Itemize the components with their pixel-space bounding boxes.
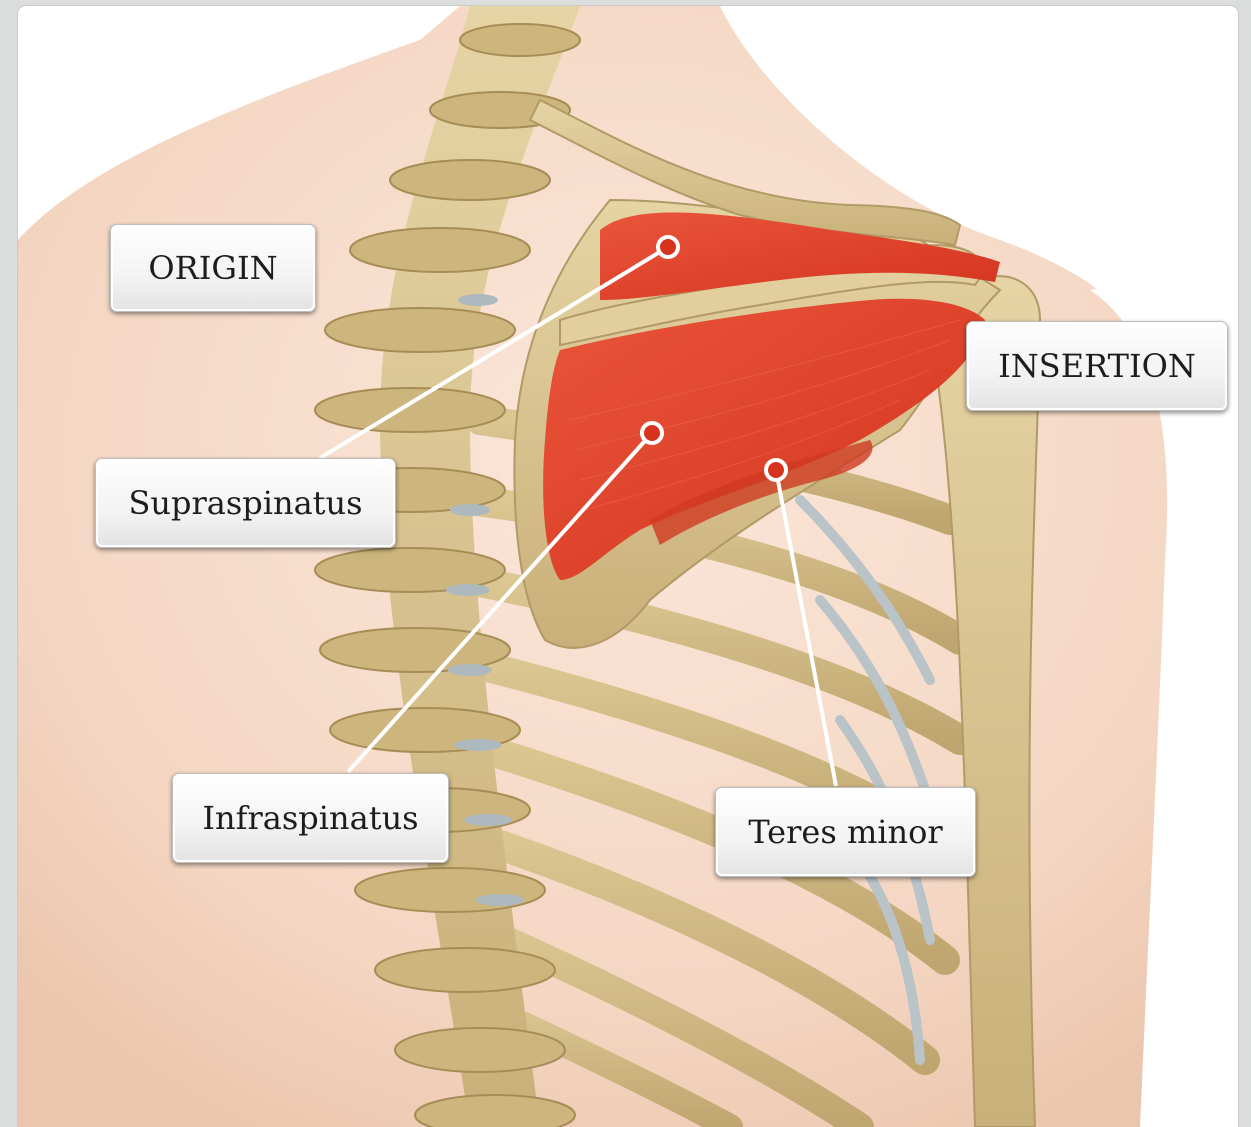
diagram-card: ORIGIN INSERTION Supraspinatus Infraspin… (18, 6, 1238, 1127)
shoulder-anatomy-illustration (18, 6, 1238, 1127)
insertion-button[interactable]: INSERTION (966, 321, 1228, 411)
infraspinatus-label[interactable]: Infraspinatus (172, 773, 449, 863)
supraspinatus-pin[interactable] (658, 237, 678, 257)
origin-button[interactable]: ORIGIN (110, 224, 316, 312)
teres-minor-pin[interactable] (766, 460, 786, 480)
supraspinatus-label[interactable]: Supraspinatus (95, 458, 396, 548)
infraspinatus-pin[interactable] (642, 423, 662, 443)
teres-minor-label[interactable]: Teres minor (715, 787, 976, 877)
